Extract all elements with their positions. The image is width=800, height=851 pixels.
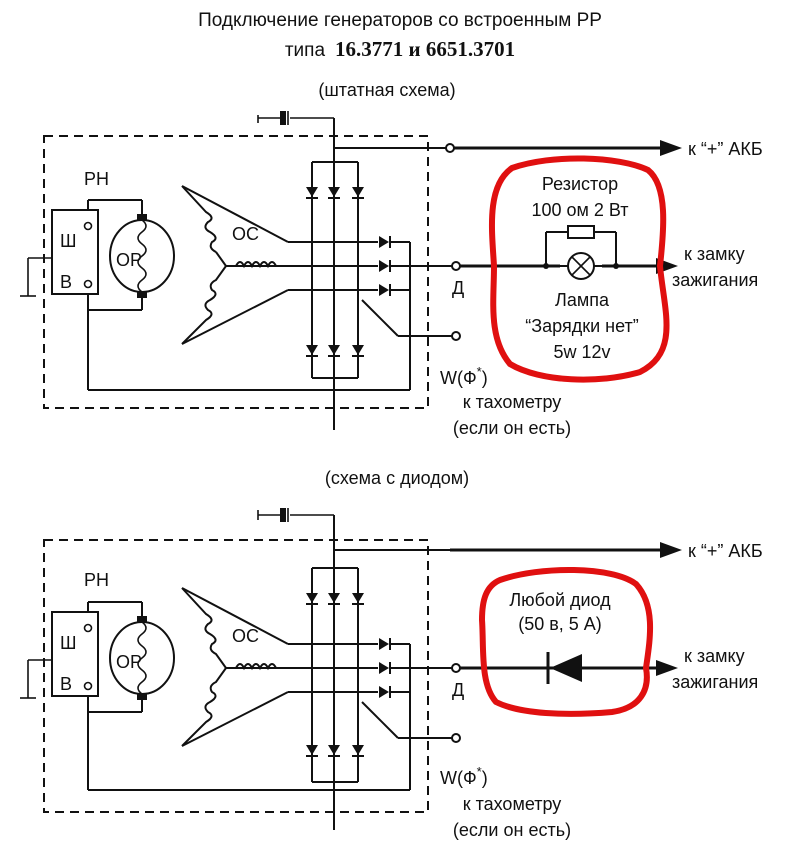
label-w: W(Ф*) <box>440 364 488 388</box>
label-os-2: ОС <box>232 626 259 646</box>
arrow-acb-2 <box>660 542 682 558</box>
terminal-w-2 <box>451 733 461 743</box>
label-acb: к “+” АКБ <box>688 139 763 159</box>
bottom-subtitle: (схема с диодом) <box>325 468 469 488</box>
diode-upper-3 <box>351 186 365 199</box>
label-rn-2: РН <box>84 570 109 590</box>
label-d: Д <box>452 278 464 298</box>
stator-winding-2-b <box>181 667 227 747</box>
diode-upper-1-b <box>305 592 319 605</box>
exciter-diode-1-b <box>378 637 391 651</box>
rotor-winding-2 <box>137 621 147 695</box>
label-diode-1: Любой диод <box>509 590 611 610</box>
label-acb-2: к “+” АКБ <box>688 541 763 561</box>
terminal-d-2 <box>451 663 461 673</box>
highlight-lamp-circuit <box>488 155 670 383</box>
terminal-w <box>451 331 461 341</box>
label-resistor-1: Резистор <box>542 174 618 194</box>
terminal-acb <box>445 143 455 153</box>
diode-icon <box>550 654 582 682</box>
diode-upper-1 <box>305 186 319 199</box>
label-ignition-2: зажигания <box>672 270 758 290</box>
diode-lower-2-b <box>327 744 341 757</box>
diagram-bottom: (схема с диодом) к “+” АКБ <box>20 468 763 840</box>
capacitor-terminal-2 <box>280 508 286 522</box>
exciter-diode-2 <box>378 259 391 273</box>
generator-boundary-2 <box>43 539 429 813</box>
rotor-winding <box>137 219 147 293</box>
stator-winding-3-b <box>235 663 277 671</box>
title-line-1: Подключение генераторов со встроенным РР <box>198 10 602 31</box>
stator-winding-1-b <box>181 587 227 669</box>
exciter-diode-3 <box>378 283 391 297</box>
label-tacho-2: (если он есть) <box>453 418 571 438</box>
exciter-diode-3-b <box>378 685 391 699</box>
diagram-top: (штатная схема) к “+” АКБ <box>20 80 763 438</box>
stator-winding-3 <box>235 261 277 269</box>
title-prefix: типа <box>285 40 326 61</box>
label-w-2: W(Ф*) <box>440 764 488 788</box>
label-ignition-2-b: зажигания <box>672 672 758 692</box>
exciter-diode-2-b <box>378 661 391 675</box>
arrow-ignition-2 <box>656 660 678 676</box>
diode-lower-1-b <box>305 744 319 757</box>
label-tacho-2-b: (если он есть) <box>453 820 571 840</box>
stator-winding-1 <box>181 185 227 267</box>
label-diode-2: (50 в, 5 А) <box>518 614 602 634</box>
label-v-2: В <box>60 674 72 694</box>
diode-upper-2-b <box>327 592 341 605</box>
label-lamp-2: “Зарядки нет” <box>525 316 638 336</box>
highlight-diode-circuit <box>478 566 653 717</box>
stator-winding-2 <box>181 265 227 345</box>
label-os: ОС <box>232 224 259 244</box>
diode-upper-3-b <box>351 592 365 605</box>
capacitor-terminal <box>280 111 286 125</box>
terminal-d <box>451 261 461 271</box>
label-d-2: Д <box>452 680 464 700</box>
label-lamp-1: Лампа <box>555 290 610 310</box>
label-tacho-1-b: к тахометру <box>463 794 562 814</box>
top-subtitle: (штатная схема) <box>318 80 455 100</box>
label-lamp-3: 5w 12v <box>553 342 610 362</box>
title-models: 16.3771 и 6651.3701 <box>335 37 515 61</box>
diode-lower-3 <box>351 344 365 357</box>
resistor <box>567 225 595 239</box>
generator-boundary <box>43 135 429 409</box>
label-or: ОР <box>116 250 142 270</box>
label-or-2: ОР <box>116 652 142 672</box>
label-v: В <box>60 272 72 292</box>
label-sh: Ш <box>60 231 77 251</box>
exciter-diode-1 <box>378 235 391 249</box>
label-tacho-1: к тахометру <box>463 392 562 412</box>
diode-lower-1 <box>305 344 319 357</box>
label-rn: РН <box>84 169 109 189</box>
title-line-2: типа 16.3771 и 6651.3701 <box>285 37 515 61</box>
label-sh-2: Ш <box>60 633 77 653</box>
diode-lower-2 <box>327 344 341 357</box>
label-ignition-1-b: к замку <box>684 646 745 666</box>
diode-lower-3-b <box>351 744 365 757</box>
arrow-acb <box>660 140 682 156</box>
diode-upper-2 <box>327 186 341 199</box>
label-ignition-1: к замку <box>684 244 745 264</box>
label-resistor-2: 100 ом 2 Вт <box>531 200 628 220</box>
